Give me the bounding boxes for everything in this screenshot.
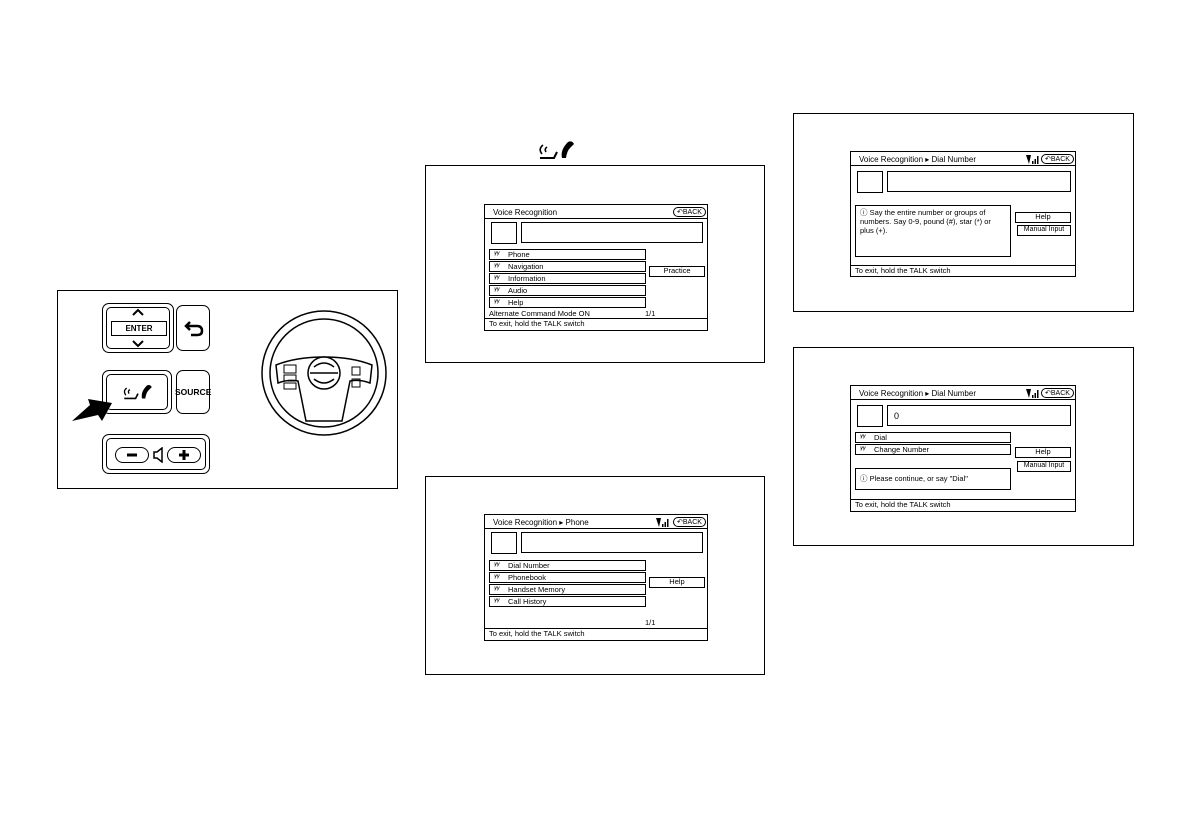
voice-icon: ᵞᵞ xyxy=(494,251,500,258)
manual-input-button[interactable]: Manual Input xyxy=(1017,461,1071,472)
voice-face-icon xyxy=(857,171,883,193)
enter-rocker[interactable]: ENTER xyxy=(102,303,174,353)
number-input: 0 xyxy=(887,405,1071,426)
voice-icon: ᵞᵞ xyxy=(494,275,500,282)
voice-face-icon xyxy=(491,222,517,244)
back-icon: ↶ xyxy=(1045,390,1051,397)
back-arrow-icon xyxy=(184,321,204,337)
back-icon: ↶ xyxy=(677,209,683,216)
volume-plus-button[interactable] xyxy=(167,447,201,463)
breadcrumb: Dial Number xyxy=(931,155,976,164)
source-label: SOURCE xyxy=(175,387,212,397)
page-indicator: 1/1 xyxy=(645,309,656,318)
talk-button[interactable] xyxy=(102,370,172,414)
mode-status: Alternate Command Mode ON xyxy=(489,309,590,318)
breadcrumb: Dial Number xyxy=(931,389,976,398)
breadcrumb: Phone xyxy=(565,518,589,527)
screen-title: Voice Recognition xyxy=(493,208,558,217)
volume-plus-icon xyxy=(179,450,189,460)
recognition-input xyxy=(521,222,703,243)
footer-hint: To exit, hold the TALK switch xyxy=(855,500,951,509)
voice-talk-icon xyxy=(539,141,574,159)
voice-icon: ᵞᵞ xyxy=(494,299,500,306)
practice-button[interactable]: Practice xyxy=(649,266,705,277)
down-arrow-icon xyxy=(132,340,144,348)
voice-icon: ᵞᵞ xyxy=(494,574,500,581)
screen-title: Voice Recognition xyxy=(859,389,924,398)
voice-icon: ᵞᵞ xyxy=(494,562,500,569)
enter-button[interactable]: ENTER xyxy=(111,321,167,336)
source-button[interactable]: SOURCE xyxy=(175,370,212,414)
voice-face-icon xyxy=(857,405,883,427)
help-button[interactable]: Help xyxy=(649,577,705,588)
voice-face-icon xyxy=(491,532,517,554)
manual-input-button[interactable]: Manual Input xyxy=(1017,225,1071,236)
help-button[interactable]: Help xyxy=(1015,212,1071,223)
back-button[interactable]: ↶BACK xyxy=(1041,388,1074,398)
volume-minus-icon xyxy=(127,453,137,457)
talk-switch-icon xyxy=(123,384,152,400)
back-button[interactable]: ↶BACK xyxy=(673,207,706,217)
voice-icon: ᵞᵞ xyxy=(860,446,866,453)
steering-wheel-icon xyxy=(261,310,387,436)
screen-title: Voice Recognition xyxy=(859,155,924,164)
back-icon: ↶ xyxy=(677,519,683,526)
back-button[interactable] xyxy=(176,305,210,351)
figure-screen-dial-number-entered: Voice Recognition ▸ Dial Number ↶BACK 0 … xyxy=(793,347,1134,546)
signal-icon xyxy=(656,518,669,527)
controls-illustration: ENTER SOURCE xyxy=(57,290,398,489)
figure-screen-dial-number: Voice Recognition ▸ Dial Number ↶BACK ⓘ … xyxy=(793,113,1134,312)
screen-dial-number: Voice Recognition ▸ Dial Number ↶BACK ⓘ … xyxy=(850,151,1076,277)
footer-hint: To exit, hold the TALK switch xyxy=(489,319,585,328)
screen-title: Voice Recognition xyxy=(493,518,558,527)
footer-hint: To exit, hold the TALK switch xyxy=(855,266,951,275)
voice-icon: ᵞᵞ xyxy=(860,434,866,441)
signal-icon xyxy=(1026,389,1039,398)
screen-dial-number-entered: Voice Recognition ▸ Dial Number ↶BACK 0 … xyxy=(850,385,1076,512)
voice-icon: ᵞᵞ xyxy=(494,598,500,605)
volume-rocker[interactable] xyxy=(102,434,210,474)
footer-hint: To exit, hold the TALK switch xyxy=(489,629,585,638)
voice-icon: ᵞᵞ xyxy=(494,287,500,294)
pointer-arrow-icon xyxy=(72,399,112,421)
back-button[interactable]: ↶BACK xyxy=(673,517,706,527)
signal-icon xyxy=(1026,155,1039,164)
back-button[interactable]: ↶BACK xyxy=(1041,154,1074,164)
up-arrow-icon xyxy=(132,308,144,316)
page-indicator: 1/1 xyxy=(645,618,656,627)
info-message: ⓘ Please continue, or say "Dial" xyxy=(855,468,1011,490)
info-message: ⓘ Say the entire number or groups of num… xyxy=(855,205,1011,257)
recognition-input xyxy=(887,171,1071,192)
recognition-input xyxy=(521,532,703,553)
voice-icon: ᵞᵞ xyxy=(494,586,500,593)
speaker-icon xyxy=(153,447,163,463)
back-icon: ↶ xyxy=(1045,156,1051,163)
voice-icon: ᵞᵞ xyxy=(494,263,500,270)
help-button[interactable]: Help xyxy=(1015,447,1071,458)
volume-minus-button[interactable] xyxy=(115,447,149,463)
